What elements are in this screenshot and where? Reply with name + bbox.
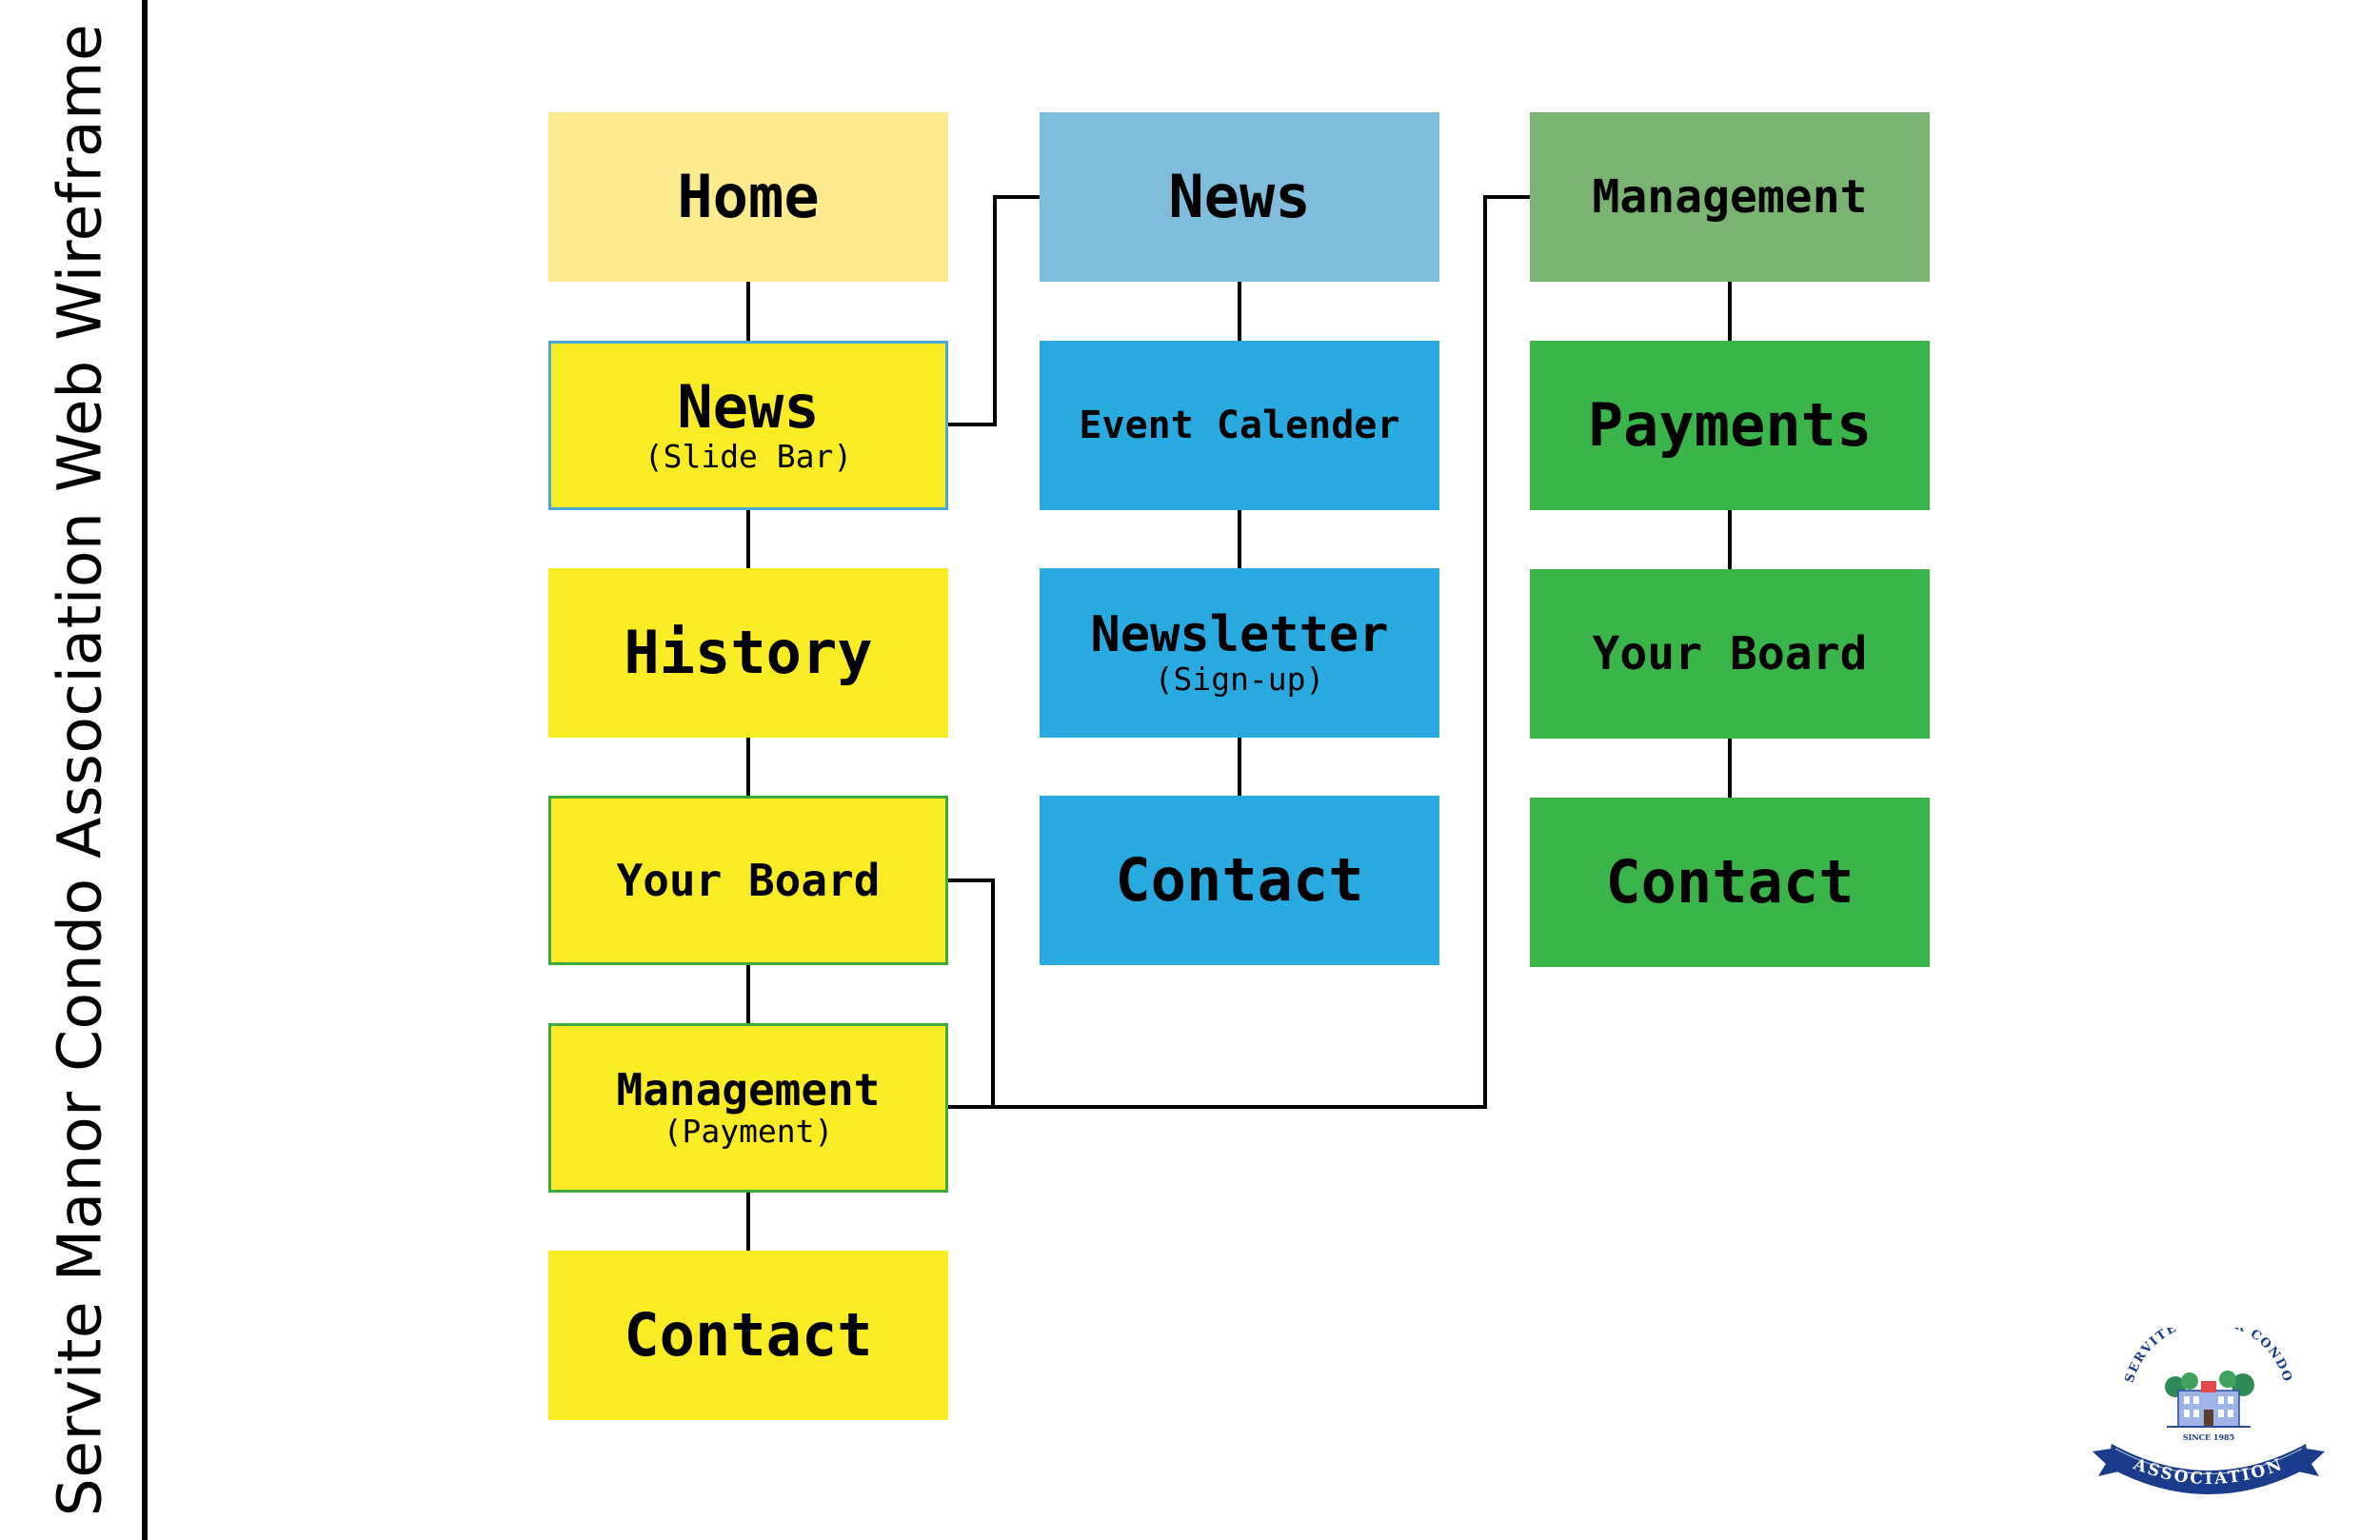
your-board-box: Your Board	[548, 796, 948, 965]
management-payment-box: Management (Payment)	[548, 1023, 948, 1193]
association-logo: SERVITE MANOR CONDO SINCE 1985	[2085, 1328, 2332, 1518]
news-sub-label: (Slide Bar)	[644, 438, 853, 476]
mgmt-contact-label: Contact	[1605, 847, 1854, 918]
management-sub-label: (Payment)	[663, 1113, 834, 1150]
news-column-header: News	[1040, 112, 1439, 282]
mgmt-your-board-label: Your Board	[1592, 626, 1868, 681]
connector-management-to-management-column	[948, 195, 1530, 1109]
news-contact-box: Contact	[1040, 796, 1439, 965]
connector-board-to-bus	[948, 879, 995, 1107]
connector-news-to-news-column	[948, 195, 1040, 426]
mgmt-your-board-box: Your Board	[1530, 569, 1930, 739]
management-label: Management	[616, 1063, 881, 1116]
logo-arc-text: SERVITE MANOR CONDO	[2123, 1328, 2295, 1385]
management-header-label: Management	[1592, 169, 1868, 224]
history-box: History	[548, 568, 948, 738]
event-calendar-box: Event Calender	[1040, 341, 1439, 510]
home-label: Home	[677, 162, 820, 232]
contact-box: Contact	[548, 1251, 948, 1420]
contact-label: Contact	[624, 1300, 873, 1371]
management-column-header: Management	[1530, 112, 1930, 282]
home-box: Home	[548, 112, 948, 282]
newsletter-label: Newsletter	[1090, 605, 1389, 663]
condo-building-logo-icon: SERVITE MANOR CONDO SINCE 1985	[2092, 1328, 2325, 1494]
payments-label: Payments	[1587, 390, 1873, 461]
newsletter-box: Newsletter (Sign-up)	[1040, 568, 1439, 738]
news-label: News	[677, 372, 820, 443]
title-divider	[142, 0, 148, 1540]
history-label: History	[624, 618, 873, 688]
newsletter-sub-label: (Sign-up)	[1154, 661, 1325, 699]
event-calendar-label: Event Calender	[1079, 404, 1400, 447]
news-header-label: News	[1168, 162, 1311, 232]
payments-box: Payments	[1530, 341, 1930, 510]
mgmt-contact-box: Contact	[1530, 798, 1930, 967]
logo-since: SINCE 1985	[2183, 1432, 2234, 1442]
news-contact-label: Contact	[1115, 845, 1364, 916]
your-board-label: Your Board	[616, 854, 881, 906]
news-slide-bar-box: News (Slide Bar)	[548, 341, 948, 510]
